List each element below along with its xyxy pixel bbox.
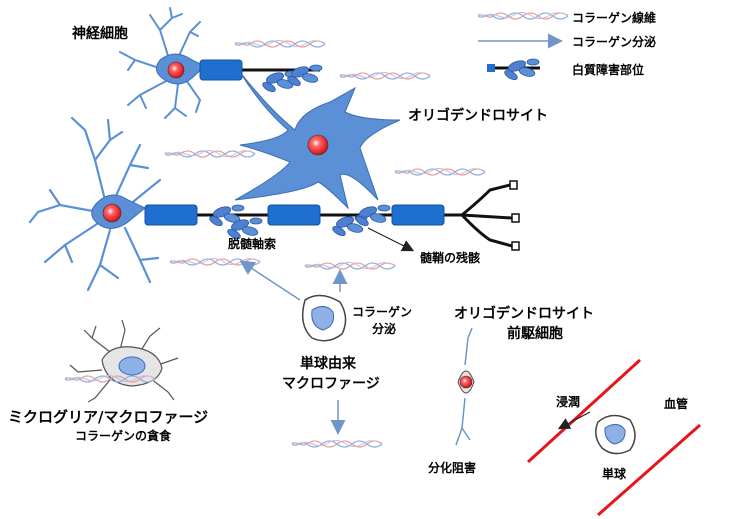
neuron-main: 脱髄軸索 髄鞘の残骸 bbox=[28, 116, 520, 292]
collagen-fiber bbox=[164, 149, 256, 158]
lesion-icon bbox=[487, 58, 540, 82]
collagen-fiber bbox=[169, 257, 261, 266]
label-monocyte-macrophage-2: マクロファージ bbox=[282, 376, 380, 392]
blood-vessel: 浸潤 血管 単球 bbox=[526, 358, 701, 517]
neuron-top: 神経細胞 bbox=[72, 7, 323, 119]
collagen-fiber bbox=[339, 71, 431, 80]
label-microglia-2: コラーゲンの貪食 bbox=[75, 428, 172, 443]
infiltration-arrow bbox=[557, 411, 591, 430]
collagen-fiber-icon bbox=[477, 11, 569, 20]
opc: オリゴデンドロサイト 前駆細胞 分化阻害 bbox=[428, 305, 594, 475]
label-differentiation-block: 分化阻害 bbox=[428, 460, 476, 475]
label-infiltration: 浸潤 bbox=[556, 394, 580, 409]
legend-white-matter-lesion: 白質障害部位 bbox=[572, 62, 644, 77]
secretion-arrow bbox=[239, 260, 301, 301]
oligodendrocyte: オリゴデンドロサイト bbox=[234, 71, 548, 210]
myelin-segment bbox=[391, 204, 445, 226]
label-opc-1: オリゴデンドロサイト bbox=[454, 305, 594, 322]
macrophage: コラーゲン 分泌 単球由来 マクロファージ bbox=[239, 260, 412, 435]
label-oligodendrocyte: オリゴデンドロサイト bbox=[408, 107, 548, 124]
label-myelin-debris: 髄鞘の残骸 bbox=[420, 250, 480, 265]
collagen-fiber bbox=[291, 439, 383, 448]
label-blood-vessel: 血管 bbox=[664, 396, 688, 411]
legend-collagen-fiber: コラーゲン線維 bbox=[572, 10, 656, 25]
myelin-segment bbox=[199, 59, 243, 81]
legend-collagen-secretion: コラーゲン分泌 bbox=[572, 34, 656, 49]
microglia: ミクログリア/マクロファージ コラーゲンの貪食 bbox=[8, 319, 208, 443]
label-microglia-1: ミクログリア/マクロファージ bbox=[8, 408, 208, 426]
label-demyelinated-axon: 脱髄軸索 bbox=[228, 236, 276, 251]
label-monocyte: 単球 bbox=[602, 466, 627, 481]
label-neuron: 神経細胞 bbox=[72, 25, 128, 42]
nucleus bbox=[167, 61, 185, 79]
label-collagen-secretion-1: コラーゲン bbox=[352, 304, 412, 319]
myelin-segment bbox=[144, 204, 198, 226]
collagen-fiber bbox=[394, 167, 486, 176]
nucleus bbox=[102, 203, 122, 223]
label-opc-2: 前駆細胞 bbox=[507, 325, 563, 342]
label-collagen-secretion-2: 分泌 bbox=[372, 321, 396, 336]
collagen-fiber bbox=[234, 39, 326, 48]
debris-arrow bbox=[367, 227, 415, 252]
nucleus bbox=[307, 134, 329, 156]
label-monocyte-macrophage-1: 単球由来 bbox=[300, 355, 357, 372]
myelin-segment bbox=[267, 204, 321, 226]
collagen-fiber bbox=[304, 261, 396, 270]
nucleus bbox=[459, 375, 473, 389]
legend: コラーゲン線維 コラーゲン分泌 白質障害部位 bbox=[477, 10, 656, 82]
